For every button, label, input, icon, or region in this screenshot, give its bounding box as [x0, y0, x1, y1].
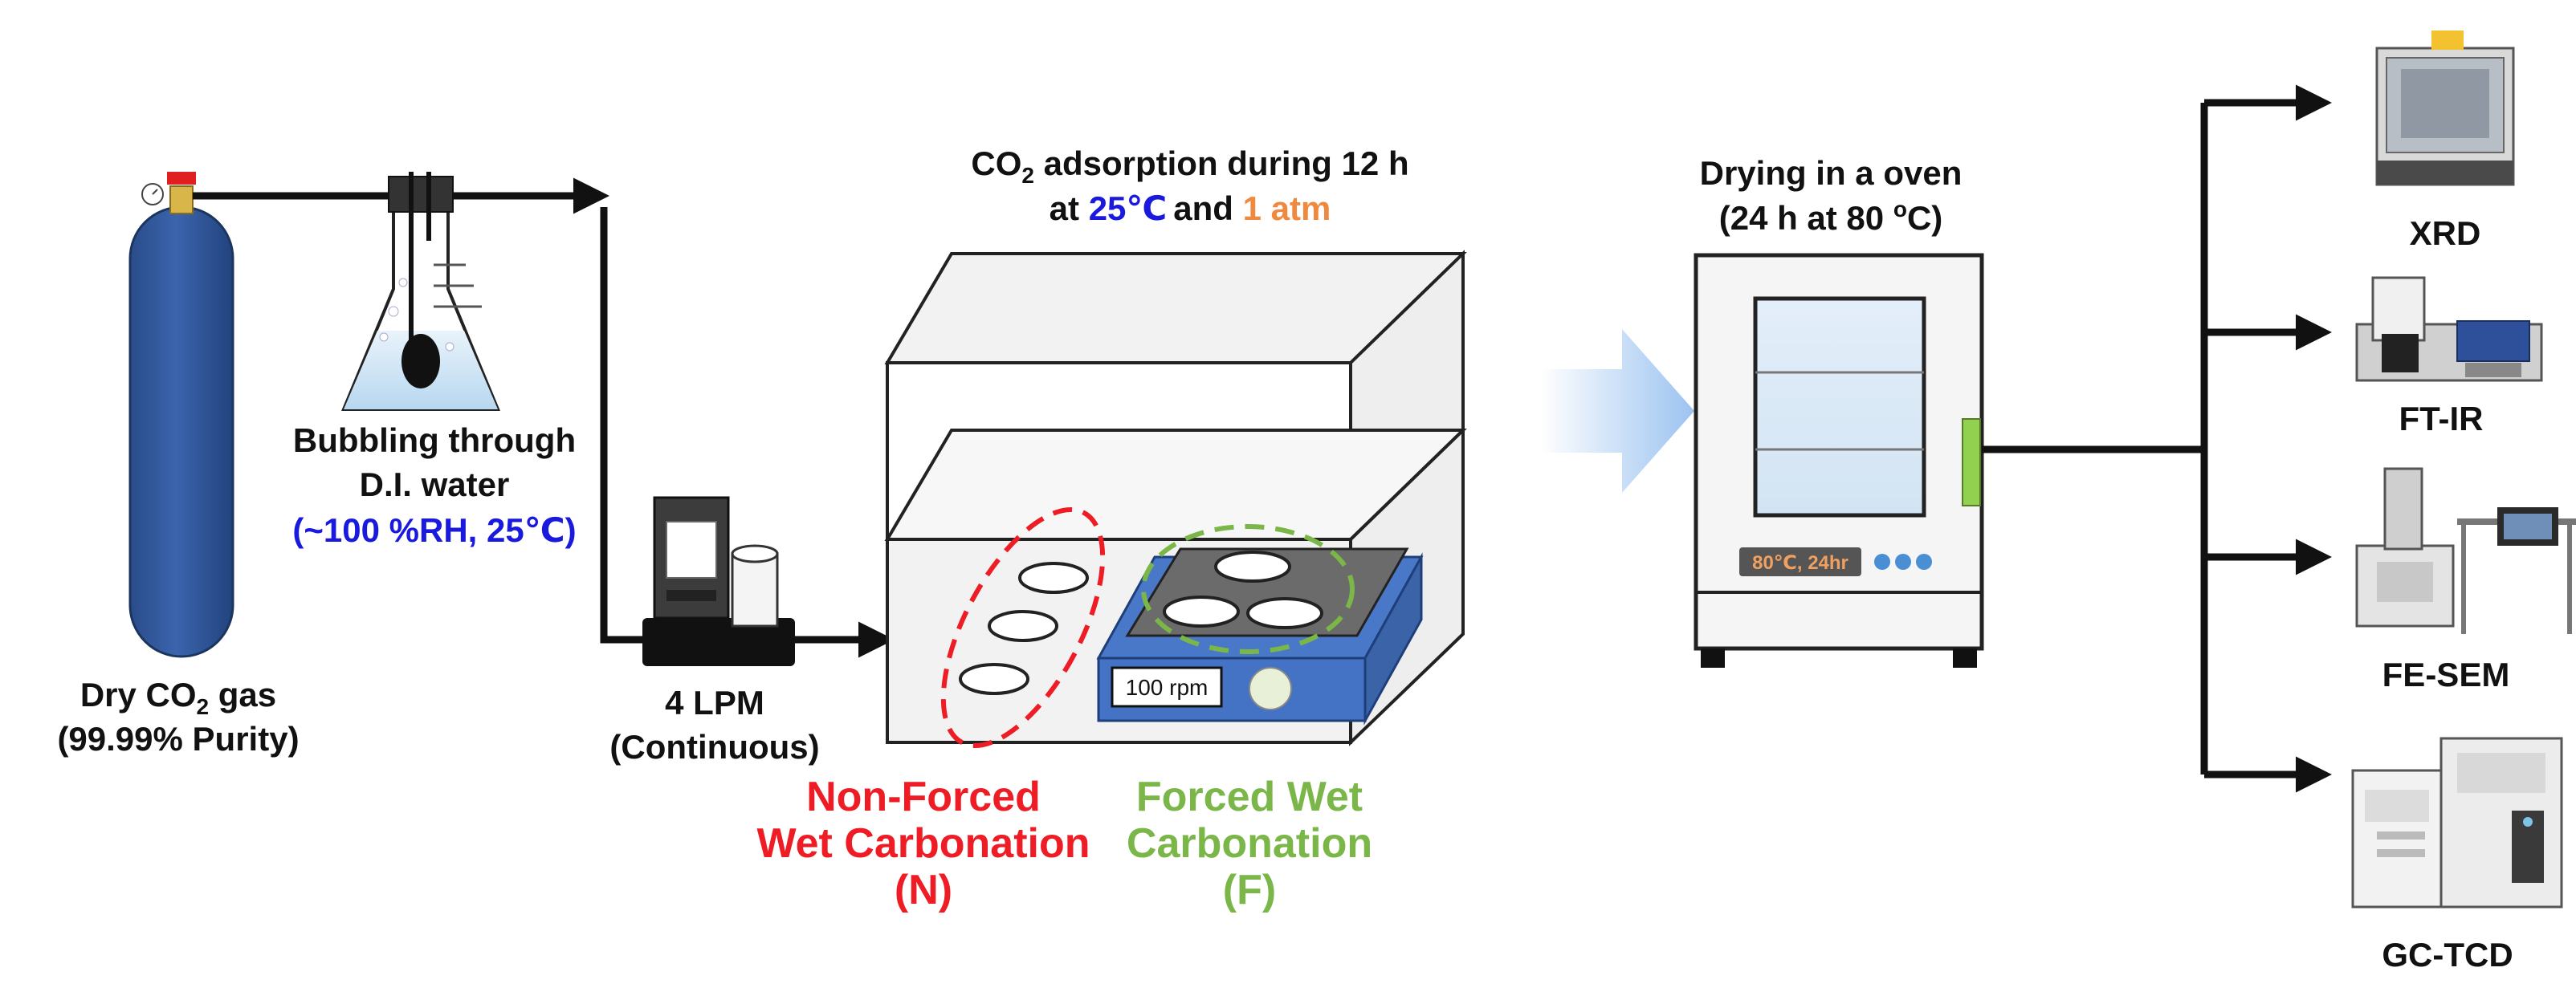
- non-forced-highlight: [940, 507, 1106, 748]
- cylinder-label-line2: (99.99% Purity): [57, 720, 299, 758]
- flow-rate-label: 4 LPM: [665, 684, 764, 722]
- transition-arrow-icon: [1540, 329, 1694, 493]
- flask-stopper: [388, 176, 454, 213]
- stirrer-knob: [1249, 667, 1292, 710]
- non-forced-samples: [940, 507, 1106, 748]
- magnetic-stirrer: 100 rpm: [1096, 524, 1424, 726]
- cylinder-label-line1: Dry CO2 gas: [80, 676, 276, 719]
- ftir-label: FT-IR: [2399, 400, 2484, 437]
- non-forced-label: Non-Forced Wet Carbonation (N): [756, 774, 1090, 913]
- bubbler-label-line1: Bubbling through: [293, 421, 576, 459]
- flow-mode-label: (Continuous): [609, 728, 819, 766]
- non-forced-label-line2: Wet Carbonation: [756, 820, 1090, 867]
- xrd-label: XRD: [2410, 214, 2481, 252]
- bubbler-flask: [341, 172, 500, 411]
- oven-button: [1916, 554, 1932, 570]
- oven-display: [1739, 547, 1861, 576]
- cylinder-valve: [169, 185, 194, 214]
- gas-cylinder: [128, 172, 234, 658]
- non-forced-label-code: (N): [895, 867, 952, 913]
- fesem-label: FE-SEM: [2382, 656, 2510, 693]
- oven-handle: [1962, 418, 1981, 506]
- sample-dish: [1214, 551, 1291, 583]
- sample-dish: [988, 610, 1058, 642]
- oven-button: [1874, 554, 1890, 570]
- valve-handle: [167, 172, 196, 185]
- sample-dish: [959, 663, 1029, 695]
- sample-dish: [1246, 597, 1323, 629]
- drying-oven: 80℃, 24hr: [1694, 253, 1984, 668]
- forced-highlight: [1141, 524, 1355, 654]
- gctcd-label: GC-TCD: [2382, 936, 2513, 974]
- oven-button: [1895, 554, 1911, 570]
- bubbler-condition-label: (~100 %RH, 25℃): [292, 511, 576, 549]
- forced-label-code: (F): [1223, 867, 1276, 913]
- oven-title-line2: (24 h at 80 oC): [1719, 197, 1943, 237]
- fesem-instrument-icon: [2355, 467, 2576, 634]
- sample-dish: [1163, 596, 1240, 628]
- adsorption-chamber: [884, 250, 1467, 746]
- chamber-title: CO2 adsorption during 12 h: [971, 144, 1408, 188]
- ftir-instrument-icon: [2355, 276, 2543, 382]
- sample-dish: [1018, 562, 1089, 594]
- oven-window: [1753, 296, 1926, 518]
- non-forced-label-line1: Non-Forced: [806, 774, 1041, 820]
- stirrer-speed-display: 100 rpm: [1126, 675, 1209, 700]
- oven-display-text: 80℃, 24hr: [1752, 552, 1848, 574]
- forced-label-line2: Carbonation: [1127, 820, 1372, 867]
- gctcd-instrument-icon: [2351, 737, 2563, 909]
- flow-meter: [642, 496, 795, 666]
- xrd-instrument-icon: [2375, 30, 2515, 186]
- bubbler-label-line2: D.I. water: [360, 466, 510, 503]
- forced-label: Forced Wet Carbonation (F): [1127, 774, 1372, 913]
- oven-title-line1: Drying in a oven: [1700, 154, 1963, 192]
- forced-label-line1: Forced Wet: [1136, 774, 1363, 820]
- gas-diffuser: [401, 334, 440, 388]
